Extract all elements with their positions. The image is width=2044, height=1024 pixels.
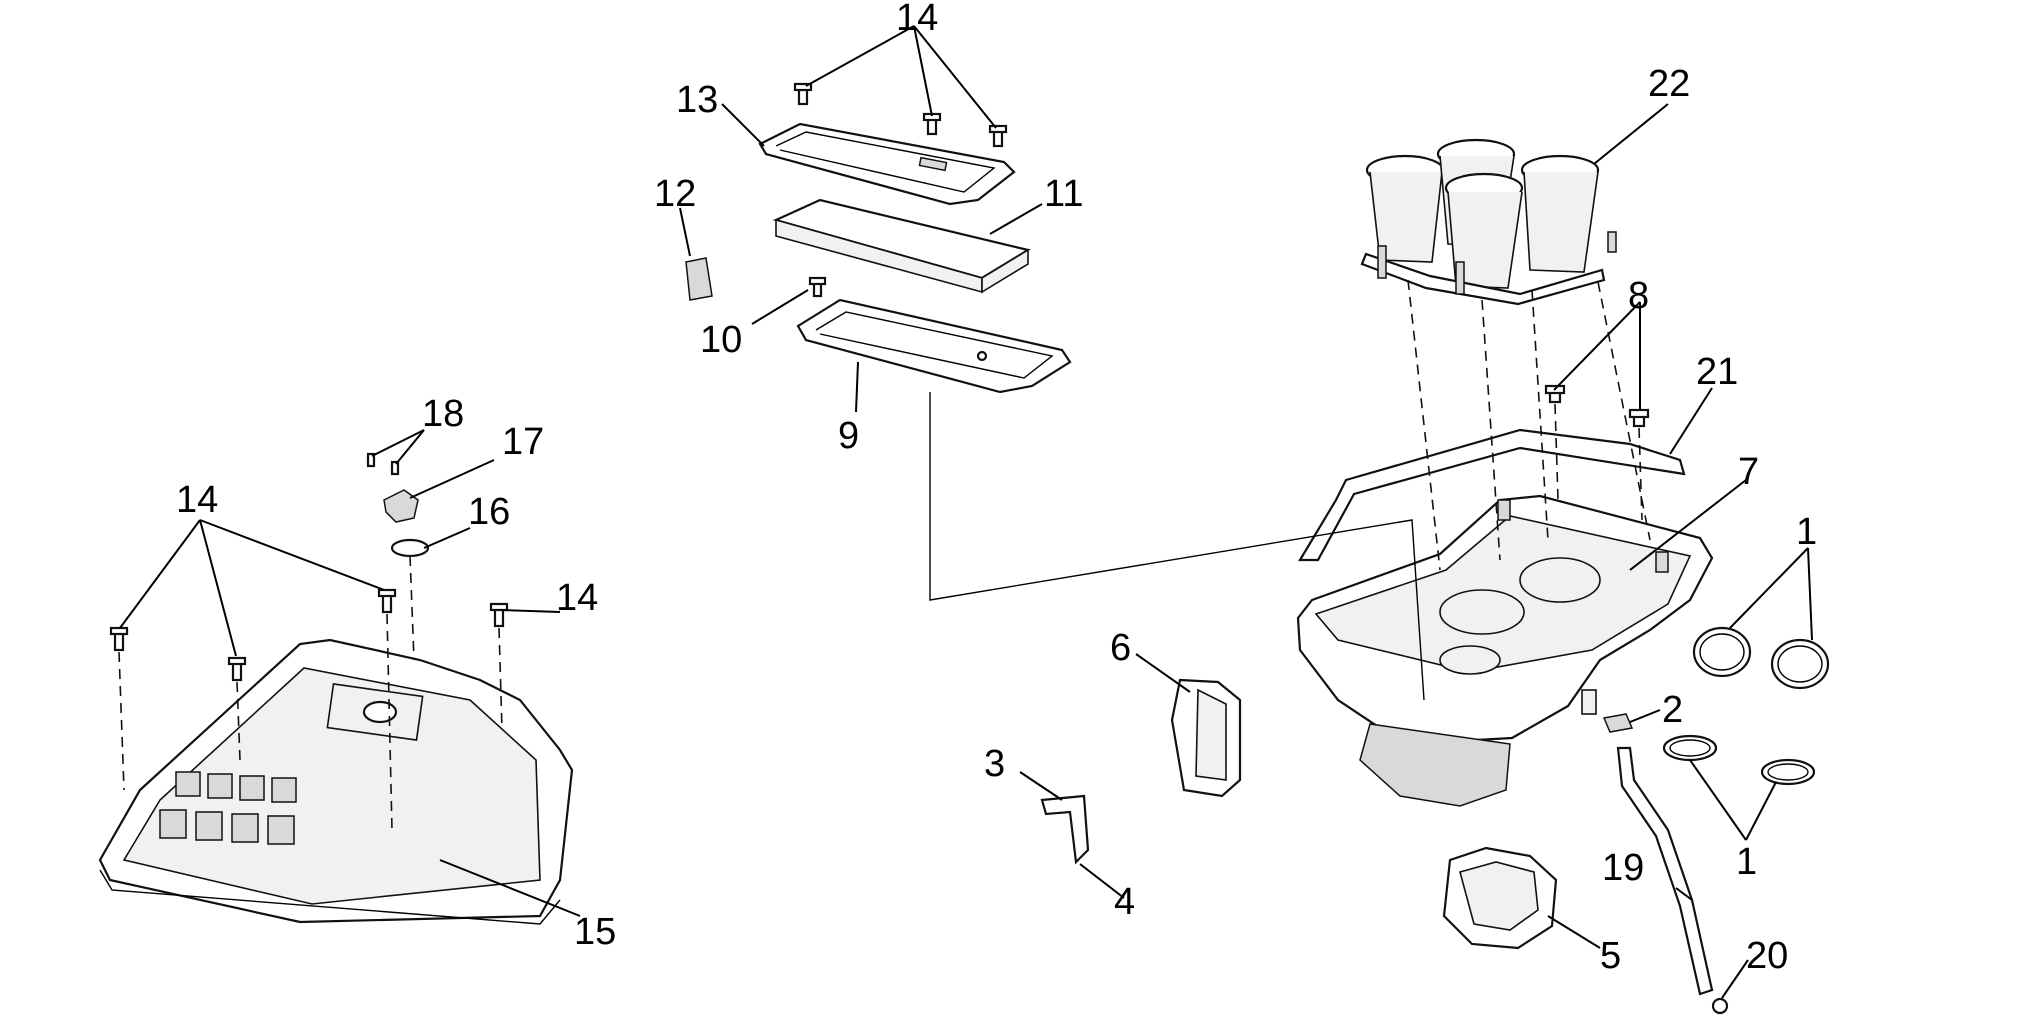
callout-6: 6 bbox=[1110, 627, 1131, 669]
o-ring-1-c bbox=[1662, 734, 1718, 762]
callout-4: 4 bbox=[1114, 881, 1135, 923]
duct-5 bbox=[1442, 846, 1558, 950]
callout-9: 9 bbox=[838, 415, 859, 457]
callout-1-bottom: 1 bbox=[1736, 841, 1757, 883]
bracket-3 bbox=[1040, 794, 1090, 865]
callout-3: 3 bbox=[984, 743, 1005, 785]
o-ring-1-d bbox=[1760, 758, 1816, 786]
callout-20: 20 bbox=[1746, 935, 1788, 977]
callout-14-top: 14 bbox=[896, 0, 938, 39]
clamp-20 bbox=[1711, 997, 1729, 1015]
gasket-16 bbox=[390, 538, 430, 558]
screw-14-top-left bbox=[793, 82, 813, 106]
callout-15: 15 bbox=[574, 911, 616, 953]
air-cover-15 bbox=[98, 638, 574, 925]
screw-14-cover-left bbox=[109, 626, 129, 652]
cover-grille bbox=[159, 771, 297, 845]
screw-14-cover-mid bbox=[227, 656, 247, 682]
callout-19: 19 bbox=[1602, 847, 1644, 889]
leader-lines bbox=[119, 25, 1813, 999]
callout-21: 21 bbox=[1696, 351, 1738, 393]
callout-7: 7 bbox=[1738, 451, 1759, 493]
part-12-block bbox=[685, 257, 713, 301]
filter-cover-13 bbox=[758, 122, 1016, 206]
callout-10: 10 bbox=[700, 319, 742, 361]
callout-17: 17 bbox=[502, 421, 544, 463]
callout-18: 18 bbox=[422, 393, 464, 435]
callout-16: 16 bbox=[468, 491, 510, 533]
screws-18 bbox=[366, 452, 400, 476]
callout-labels: 14 13 12 11 10 9 22 8 21 7 1 1 2 18 17 1… bbox=[176, 0, 1817, 977]
o-ring-1-b bbox=[1770, 638, 1830, 690]
filter-frame-9 bbox=[796, 298, 1072, 394]
screw-14-top-mid bbox=[922, 112, 942, 136]
callout-2: 2 bbox=[1662, 689, 1683, 731]
clip-2 bbox=[1602, 713, 1634, 733]
seal-21 bbox=[1298, 428, 1686, 562]
screw-14-top-right bbox=[988, 124, 1008, 148]
o-ring-1-a bbox=[1692, 626, 1752, 678]
callout-14-right: 14 bbox=[556, 577, 598, 619]
alignment-lines bbox=[118, 279, 1651, 831]
velocity-stacks-22 bbox=[1360, 138, 1617, 306]
callout-8: 8 bbox=[1628, 275, 1649, 317]
sensor-17 bbox=[383, 489, 419, 523]
callout-22: 22 bbox=[1648, 63, 1690, 105]
callout-13: 13 bbox=[676, 79, 718, 121]
callout-1-top: 1 bbox=[1796, 511, 1817, 553]
callout-5: 5 bbox=[1600, 935, 1621, 977]
callout-12: 12 bbox=[654, 173, 696, 215]
assembly-guide-line bbox=[929, 392, 1425, 701]
airbox-body-7 bbox=[1296, 494, 1714, 807]
callout-14-left: 14 bbox=[176, 479, 218, 521]
screw-10 bbox=[808, 276, 827, 298]
part-6-duct bbox=[1170, 678, 1242, 798]
screw-14-cover-top bbox=[377, 588, 397, 614]
screw-14-cover-right bbox=[489, 602, 509, 628]
air-filter-element-11 bbox=[772, 198, 1031, 294]
hose-19 bbox=[1616, 746, 1714, 996]
screw-8-right bbox=[1628, 408, 1650, 428]
callout-11: 11 bbox=[1044, 173, 1083, 215]
